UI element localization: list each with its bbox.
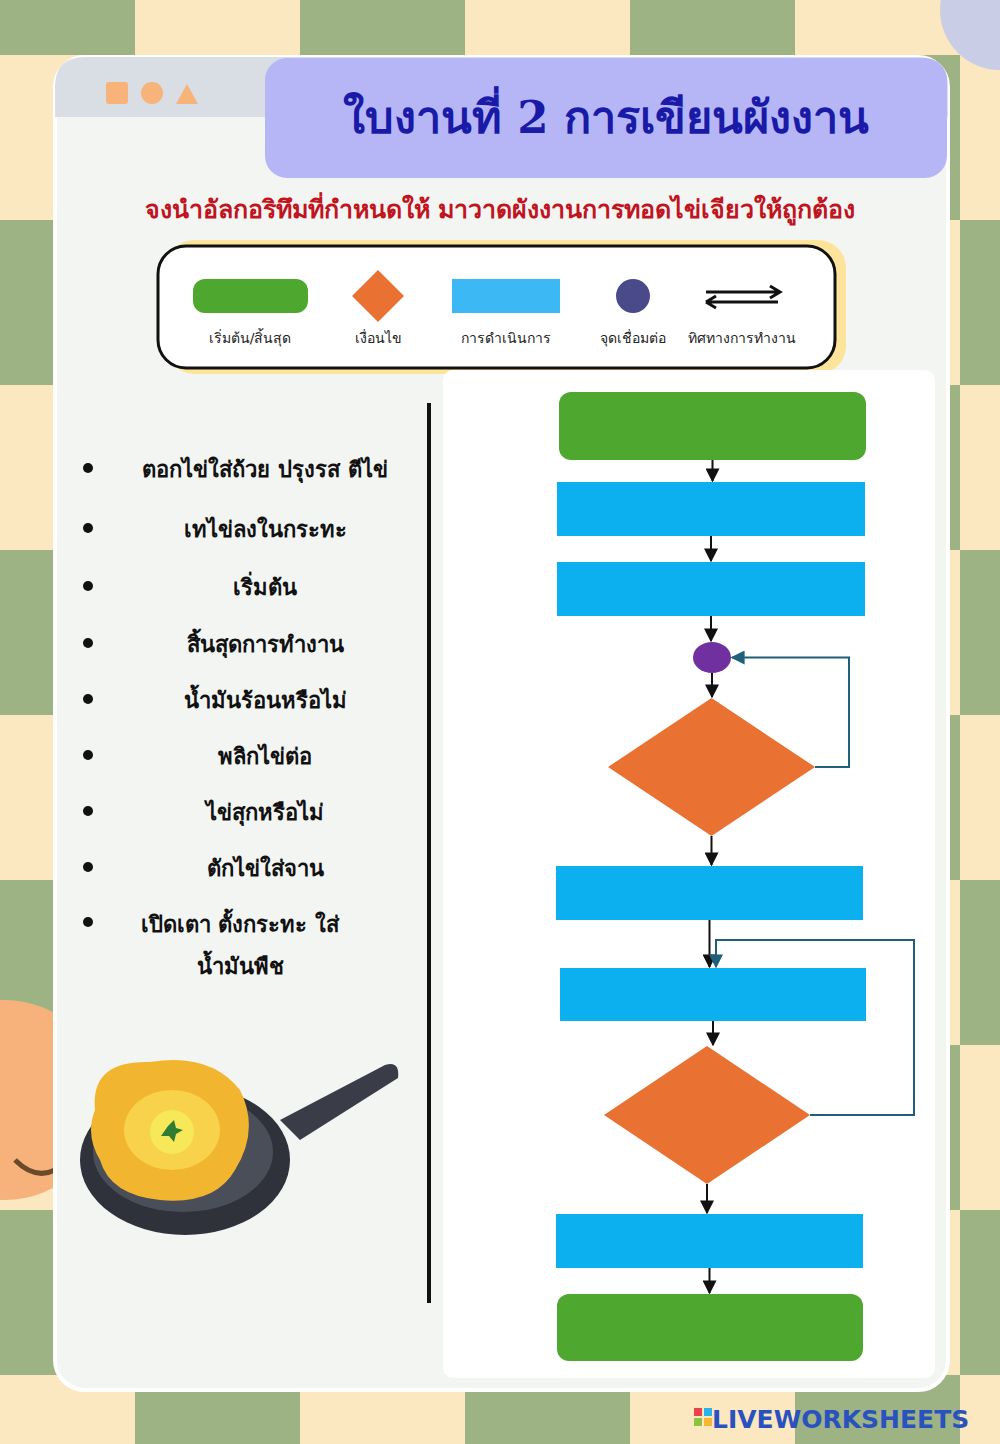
flow-arrow (709, 1268, 711, 1293)
algorithm-step: น้ำมันร้อนหรือไม่ (110, 681, 420, 721)
process-box (560, 968, 866, 1021)
process-box (556, 866, 863, 920)
flow-arrow (711, 673, 713, 697)
legend-swatch (452, 279, 560, 313)
algorithm-step: ตอกไข่ใส่ถ้วย ปรุงรส ตีไข่ (110, 450, 420, 490)
legend-label: เงื่อนไข (313, 326, 443, 350)
process-box (556, 1214, 863, 1268)
algorithm-step: ไข่สุกหรือไม่ (110, 793, 420, 833)
algorithm-step: เปิดเตา ตั้งกระทะ ใส่ น้ำมันพืช (110, 904, 370, 988)
connector-circle-shape (693, 642, 731, 673)
algorithm-step: เทไข่ลงในกระทะ (110, 510, 420, 550)
flow-arrow (711, 836, 713, 865)
flow-arrow (712, 1021, 714, 1045)
watermark: LIVEWORKSHEETS (712, 1402, 994, 1438)
decision-diamond-shape (604, 1046, 810, 1184)
algorithm-step: พลิกไข่ต่อ (110, 737, 420, 777)
decision-diamond (608, 698, 815, 836)
worksheet-title: ใบงานที่ 2 การเขียนผังงาน (265, 58, 947, 178)
legend-label: จุดเชื่อมต่อ (568, 326, 698, 350)
flow-arrow (709, 920, 711, 967)
decision-diamond (604, 1046, 810, 1184)
flow-arrow (710, 536, 712, 561)
terminal-box (557, 1294, 863, 1361)
algorithm-step: เริ่มต้น (110, 568, 420, 608)
algorithm-step: ตักไข่ใส่จาน (110, 849, 420, 889)
algorithm-step: สิ้นสุดการทำงาน (110, 625, 420, 665)
process-box (557, 562, 865, 616)
legend-swatch (193, 279, 308, 313)
process-box (557, 482, 865, 536)
legend-label: เริ่มต้น/สิ้นสุด (185, 326, 315, 350)
legend-swatch (352, 270, 404, 322)
decision-diamond-shape (608, 698, 815, 836)
connector-circle (693, 642, 731, 673)
flow-arrow (710, 616, 712, 641)
terminal-box (559, 392, 866, 460)
instruction-text: จงนำอัลกอริทึมที่กำหนดให้ มาวาดผังงานการ… (60, 190, 940, 230)
legend-label: การดำเนินการ (441, 326, 571, 350)
flow-arrow (712, 460, 714, 481)
legend-swatch (616, 279, 650, 313)
flow-arrow (706, 1184, 708, 1213)
legend-label: ทิศทางการทำงาน (677, 326, 807, 350)
